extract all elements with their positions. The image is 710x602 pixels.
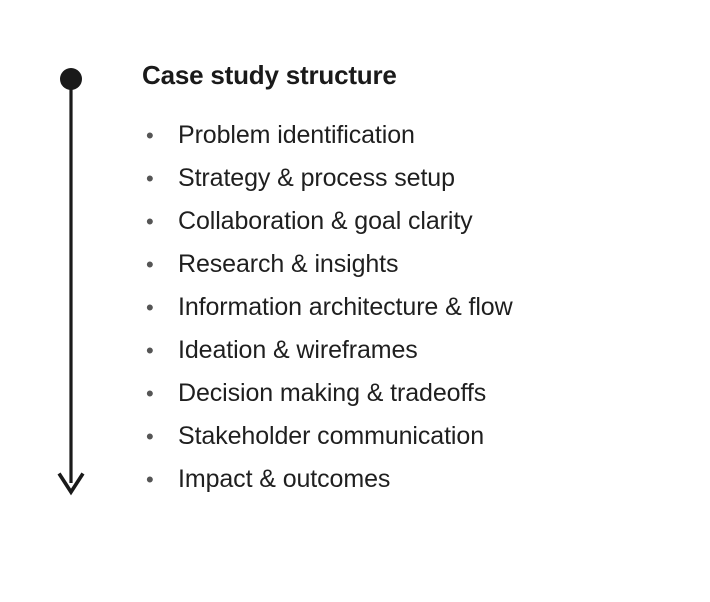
bullet-icon: • xyxy=(146,295,154,320)
list-item: • Collaboration & goal clarity xyxy=(142,200,682,243)
page-title: Case study structure xyxy=(142,60,397,90)
list-item: • Research & insights xyxy=(142,243,682,286)
list-item: • Strategy & process setup xyxy=(142,157,682,200)
list-item-label: Research & insights xyxy=(178,250,399,278)
list-item-label: Strategy & process setup xyxy=(178,164,455,192)
bullet-icon: • xyxy=(146,338,154,363)
list-item: • Impact & outcomes xyxy=(142,458,682,501)
content-column: Case study structure • Problem identific… xyxy=(142,58,682,501)
case-study-structure-list: • Problem identification • Strategy & pr… xyxy=(142,114,682,501)
list-item-label: Problem identification xyxy=(178,121,415,149)
list-item-label: Ideation & wireframes xyxy=(178,336,418,364)
timeline-arrowhead-down-icon xyxy=(57,472,85,496)
list-item: • Ideation & wireframes xyxy=(142,329,682,372)
bullet-icon: • xyxy=(146,209,154,234)
list-item: • Information architecture & flow xyxy=(142,286,682,329)
list-item-label: Stakeholder communication xyxy=(178,422,484,450)
list-item-label: Impact & outcomes xyxy=(178,465,391,493)
bullet-icon: • xyxy=(146,252,154,277)
list-item-label: Collaboration & goal clarity xyxy=(178,207,473,235)
bullet-icon: • xyxy=(146,166,154,191)
list-item: • Stakeholder communication xyxy=(142,415,682,458)
timeline-arrow-graphic xyxy=(52,58,92,503)
list-item-label: Decision making & tradeoffs xyxy=(178,379,487,407)
bullet-icon: • xyxy=(146,123,154,148)
list-item: • Decision making & tradeoffs xyxy=(142,372,682,415)
list-item: • Problem identification xyxy=(142,114,682,157)
bullet-icon: • xyxy=(146,424,154,449)
timeline-arrow-svg xyxy=(57,68,85,496)
list-item-label: Information architecture & flow xyxy=(178,293,513,321)
bullet-icon: • xyxy=(146,381,154,406)
bullet-icon: • xyxy=(146,467,154,492)
